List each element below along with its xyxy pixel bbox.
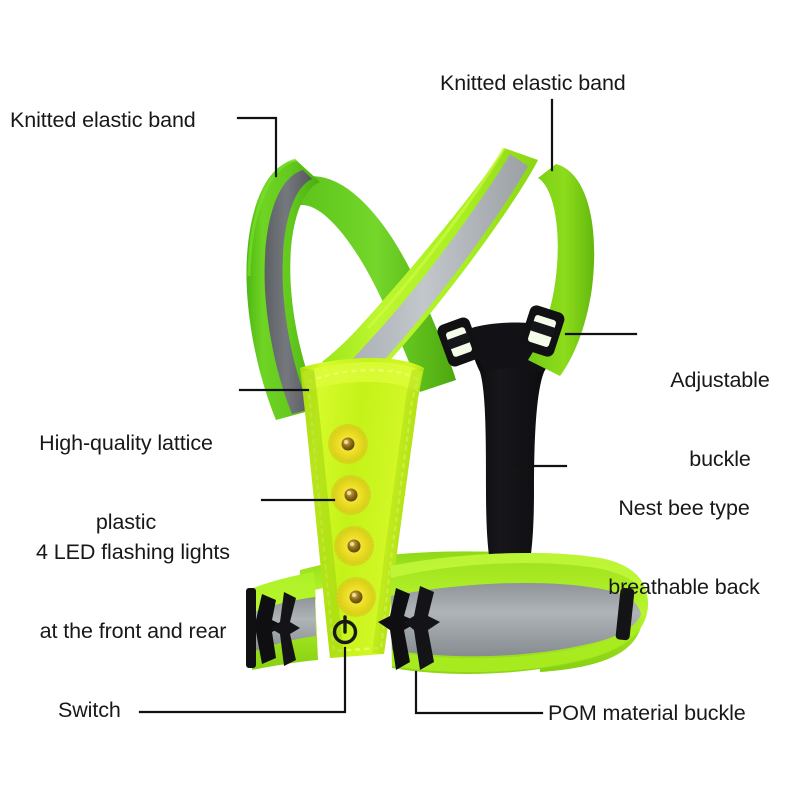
callout-pom-material-buckle: POM material buckle xyxy=(548,701,746,725)
callout-line-1: 4 LED flashing lights xyxy=(36,540,230,565)
callout-line-2: breathable back xyxy=(608,575,760,600)
led-light-3 xyxy=(334,526,374,566)
leader-lines xyxy=(138,98,638,715)
callout-switch: Switch xyxy=(58,698,121,722)
pom-buckle-right xyxy=(378,586,440,670)
callout-line-1: Adjustable xyxy=(670,368,770,393)
power-switch xyxy=(332,615,358,645)
leader-pom xyxy=(414,670,544,715)
callout-high-quality-lattice-plastic: High-quality lattice plastic xyxy=(14,378,238,588)
callout-knitted-elastic-band-left: Knitted elastic band xyxy=(10,108,196,132)
led-light-4 xyxy=(336,577,376,617)
callout-adjustable-buckle: Adjustable buckle xyxy=(640,315,800,525)
callout-line-2: plastic xyxy=(95,510,157,535)
callout-line-2: at the front and rear xyxy=(39,619,227,644)
right-shoulder-strap xyxy=(322,147,595,392)
leader-switch xyxy=(138,646,347,714)
led-lights-group xyxy=(328,424,376,617)
callout-knitted-elastic-band-right: Knitted elastic band xyxy=(440,71,626,95)
adjustable-buckle-right-side xyxy=(519,305,565,357)
adjustable-buckle-left-side xyxy=(437,317,481,367)
callout-nest-bee-type-breathable-back: Nest bee type breathable back xyxy=(570,443,798,653)
callout-line-1: High-quality lattice xyxy=(39,431,213,456)
callout-four-led-flashing-lights: 4 LED flashing lights at the front and r… xyxy=(8,487,258,697)
callout-line-2: buckle xyxy=(689,447,751,472)
left-shoulder-strap xyxy=(246,158,456,420)
vest-graphic xyxy=(246,147,648,674)
led-light-1 xyxy=(328,424,368,464)
leader-knitted-left xyxy=(236,116,278,178)
callout-line-1: Nest bee type xyxy=(618,496,750,521)
led-light-2 xyxy=(331,475,371,515)
pom-buckle-left xyxy=(246,588,300,668)
